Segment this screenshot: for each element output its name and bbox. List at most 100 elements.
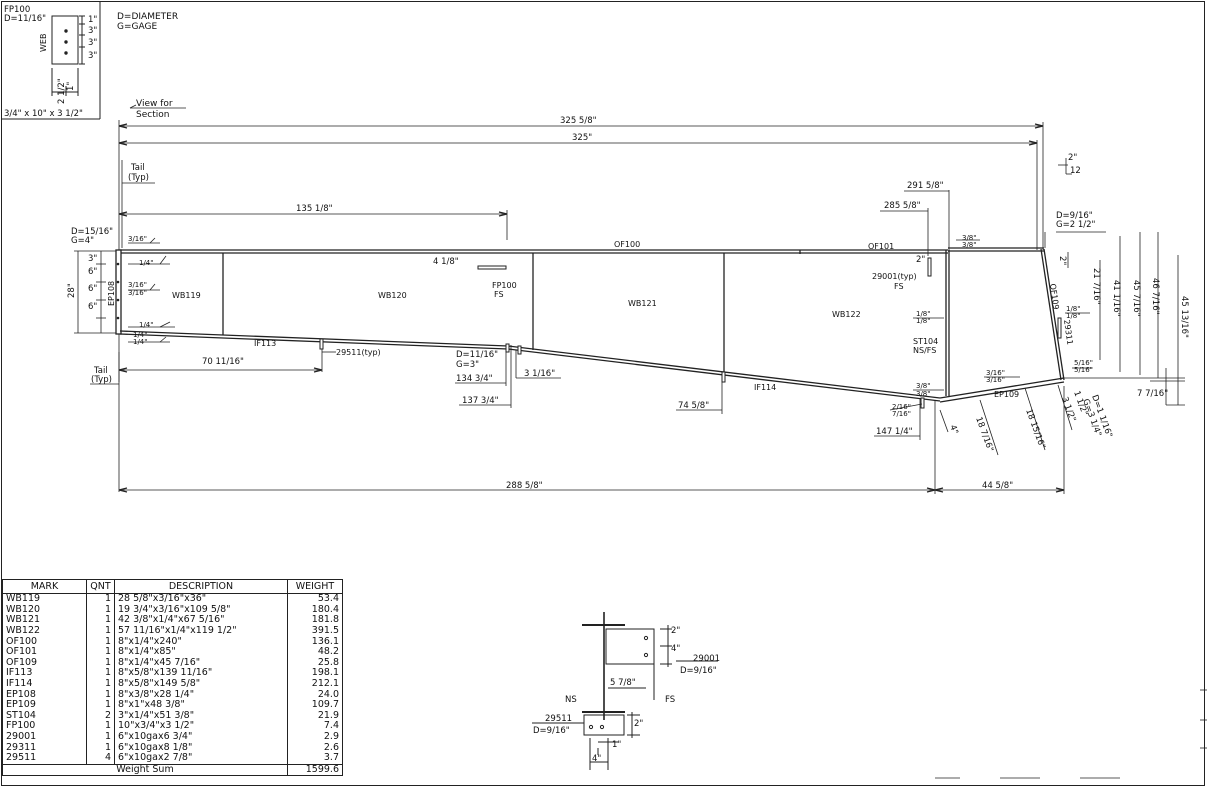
bom-mark: OF101 xyxy=(2,647,87,658)
bom-weight: 48.2 xyxy=(287,647,343,658)
part-29311: 29311 xyxy=(1062,319,1074,345)
bom-qnt: 4 xyxy=(86,753,115,764)
bom-weight: 24.0 xyxy=(287,689,343,700)
bom-mark: WB122 xyxy=(2,626,87,637)
weld-1-8-b: 1/8" xyxy=(916,317,931,325)
dim-left-spacing-4: 6" xyxy=(88,302,97,312)
section-dim-2: 2" xyxy=(671,626,680,636)
dim-70: 70 11/16" xyxy=(202,357,244,367)
dim-18-15: 18 15/16" xyxy=(1023,408,1047,451)
bom-mark: WB119 xyxy=(2,593,87,605)
bolt-hole xyxy=(64,51,68,55)
dim-291: 291 5/8" xyxy=(907,181,944,191)
dim-45-7: 45 7/16" xyxy=(1131,280,1141,317)
part-wb120: WB120 xyxy=(378,291,407,300)
bom-weight: 2.6 xyxy=(287,742,343,753)
dim-285: 285 5/8" xyxy=(884,201,921,211)
part-if114: IF114 xyxy=(754,383,776,392)
bom-header-row: MARK QNT DESCRIPTION WEIGHT xyxy=(2,579,343,594)
hole-note-mid-g: G=3" xyxy=(456,360,479,370)
bom-description: 8"x1/4"x85" xyxy=(114,647,288,658)
legend-gage: G=GAGE xyxy=(117,22,157,32)
dim-134: 134 3/4" xyxy=(456,374,493,384)
hole-note-mid-d: D=11/16" xyxy=(456,350,498,360)
bom-qnt: 1 xyxy=(86,732,115,743)
bom-weight: 180.4 xyxy=(287,605,343,616)
dimension-lines xyxy=(74,120,1185,494)
bom-description: 8"x1"x48 3/8" xyxy=(114,700,288,711)
part-fp100: FP100 xyxy=(492,281,517,290)
detail-size: 3/4" x 10" x 3 1/2" xyxy=(4,109,83,119)
bom-description: 6"x10gax6 3/4" xyxy=(114,732,288,743)
dim-288: 288 5/8" xyxy=(506,481,543,491)
section-clip-29001 xyxy=(605,628,655,665)
section-d-9-16: D=9/16" xyxy=(680,666,717,676)
bom-description: 8"x5/8"x149 5/8" xyxy=(114,679,288,690)
weld-leaders xyxy=(128,237,1092,411)
dim-4in: 4" xyxy=(947,424,960,436)
bom-qnt: 1 xyxy=(86,593,115,605)
bom-sum-value: 1599.6 xyxy=(287,763,343,777)
weld-3-16-a: 3/16" xyxy=(128,235,147,243)
weld-1-8-d: 1/8" xyxy=(1066,312,1081,320)
section-dim-4b: 4" xyxy=(592,754,601,764)
detail-spacing-3: 3" xyxy=(88,38,97,48)
weld-3-16-b: 3/16" xyxy=(128,281,147,289)
bolt-hole xyxy=(116,316,120,320)
dim-left-spacing-1: 3" xyxy=(88,254,97,264)
ep108-holes xyxy=(116,262,120,320)
clip-29511-a xyxy=(319,338,324,350)
weld-1-4-d: 1/4" xyxy=(133,338,148,346)
bom-weight: 25.8 xyxy=(287,658,343,669)
detail-mark: FP100 xyxy=(4,5,30,15)
girder-outline xyxy=(115,247,1065,403)
bolt-hole xyxy=(64,29,68,33)
bom-qnt: 1 xyxy=(86,700,115,711)
clip-29511-b xyxy=(505,343,510,353)
weld-1-4-a: 1/4" xyxy=(139,259,154,267)
dim-135: 135 1/8" xyxy=(296,204,333,214)
section-dim-1: 1" xyxy=(612,740,621,750)
section-view xyxy=(532,612,718,770)
bom-weight: 2.9 xyxy=(287,732,343,743)
dim-overall-inner: 325" xyxy=(572,133,592,143)
bom-weight: 3.7 xyxy=(287,753,343,764)
part-st104: ST104 xyxy=(913,337,938,346)
part-29001-fs: FS xyxy=(894,282,904,291)
dim-2b: 2" xyxy=(1057,256,1067,265)
part-ep109: EP109 xyxy=(994,390,1019,399)
weld-3-8-b: 3/8" xyxy=(962,241,977,249)
weld-1-8-c: 1/8" xyxy=(1066,305,1081,313)
weld-3-8-d: 3/8" xyxy=(916,390,931,398)
dim-7-7: 7 7/16" xyxy=(1137,389,1168,399)
weld-1-8-a: 1/8" xyxy=(916,310,931,318)
view-note-line1: View for xyxy=(136,99,173,109)
dim-left-spacing-3: 6" xyxy=(88,284,97,294)
tail-label-top: Tail xyxy=(130,163,145,173)
weld-2-16: 2/16" xyxy=(892,403,911,411)
tail-label-bottom-typ: (Typ) xyxy=(91,375,112,385)
part-wb119: WB119 xyxy=(172,291,201,300)
bolt-hole xyxy=(116,280,120,284)
part-29001: 29001(typ) xyxy=(872,272,917,281)
bom-mark: EP109 xyxy=(2,700,87,711)
title-block-edge xyxy=(935,689,1207,779)
clip-29001 xyxy=(927,257,932,277)
legend-diameter: D=DIAMETER xyxy=(117,12,178,22)
bom-description: 57 11/16"x1/4"x119 1/2" xyxy=(114,626,288,637)
bom-qnt: 1 xyxy=(86,647,115,658)
bom-weight: 53.4 xyxy=(287,593,343,605)
bom-weight: 7.4 xyxy=(287,721,343,732)
bom-mark: 29001 xyxy=(2,732,87,743)
